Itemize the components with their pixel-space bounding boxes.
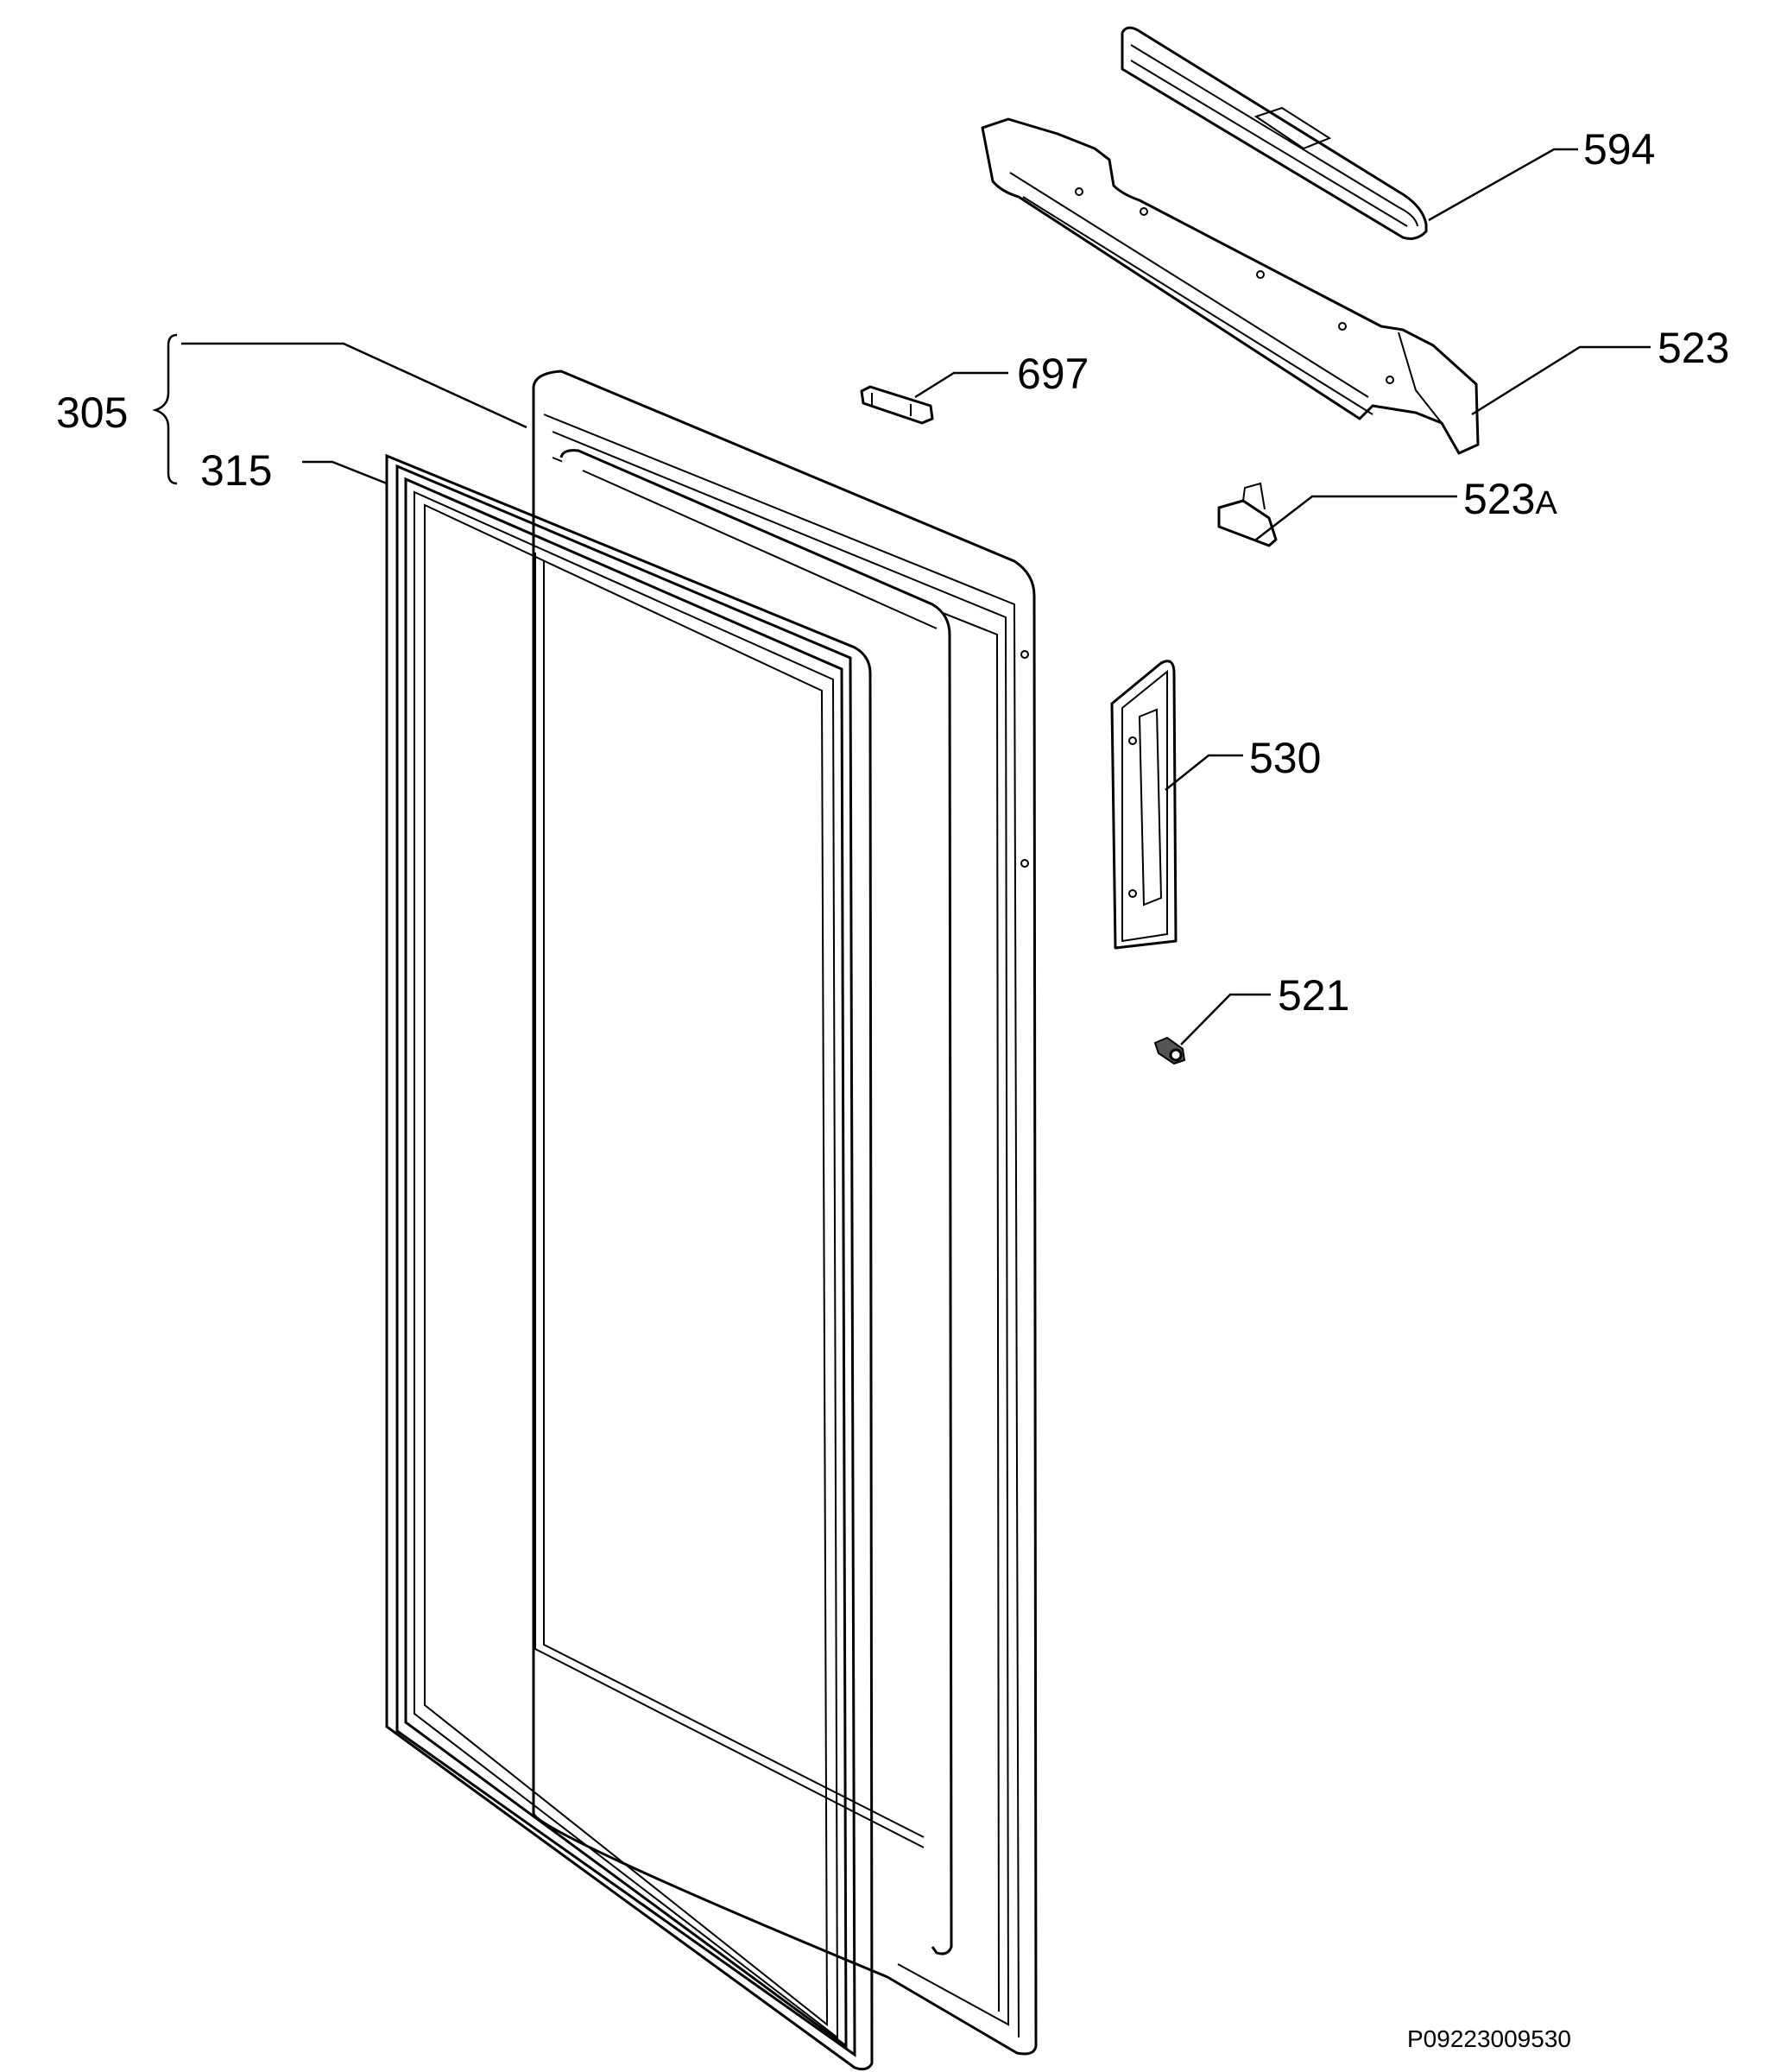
brace-305 (152, 333, 178, 485)
label-315: 315 (200, 446, 273, 495)
door-panel (532, 370, 1038, 2056)
top-cover-594 (1121, 26, 1428, 240)
reference-code: P09223009530 (1407, 2025, 1571, 2052)
screw-521 (1153, 1036, 1186, 1065)
leader-305 (181, 342, 527, 429)
leader-523a (1255, 495, 1457, 540)
label-305: 305 (56, 388, 129, 437)
label-523a-suffix: A (1535, 485, 1557, 521)
leader-697 (914, 371, 1008, 399)
label-697: 697 (1017, 350, 1089, 398)
leader-lines (152, 148, 1651, 1045)
label-523: 523 (1658, 324, 1730, 372)
leader-315 (302, 460, 388, 485)
handle-530 (1110, 660, 1178, 950)
label-523a: 523A (1463, 477, 1557, 521)
clip-523a (1217, 482, 1278, 547)
label-521: 521 (1278, 971, 1350, 1020)
leader-523 (1471, 345, 1651, 416)
label-523a-number: 523 (1463, 475, 1536, 523)
leader-521 (1180, 993, 1271, 1045)
label-530: 530 (1249, 734, 1322, 782)
leader-530 (1165, 754, 1243, 791)
label-594: 594 (1583, 125, 1656, 174)
door-gasket (385, 453, 874, 2071)
leader-594 (1428, 148, 1578, 222)
hinge-cover-523 (981, 117, 1480, 455)
clip-697 (860, 385, 934, 425)
